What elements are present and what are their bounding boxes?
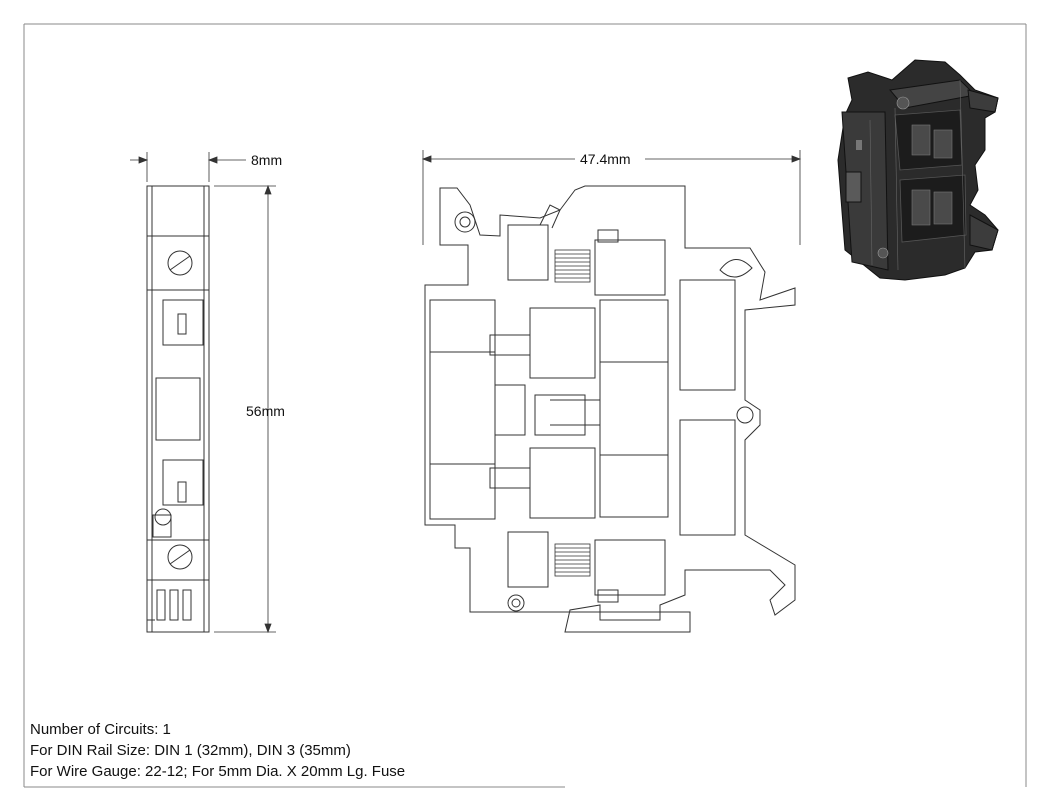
- top-screw: [167, 250, 193, 276]
- front-dimension-lines: [421, 150, 802, 245]
- spring-coils: [554, 249, 591, 577]
- side-view-drawing: [146, 185, 210, 633]
- isometric-view: [837, 59, 999, 281]
- note-wire-gauge: For Wire Gauge: 22-12; For 5mm Dia. X 20…: [30, 763, 406, 780]
- specification-notes: Number of Circuits: 1 For DIN Rail Size:…: [30, 719, 405, 782]
- side-width-label: 8mm: [251, 152, 283, 168]
- front-width-label: 47.4mm: [580, 151, 631, 167]
- front-outline: [424, 185, 796, 633]
- side-dimension-lines: [130, 152, 276, 634]
- note-circuits: Number of Circuits: 1: [30, 721, 171, 738]
- bottom-screw: [167, 544, 193, 570]
- height-label: 56mm: [246, 403, 285, 419]
- sheet-border: [23, 23, 1027, 788]
- front-view-drawing: [424, 185, 796, 633]
- note-din-rail: For DIN Rail Size: DIN 1 (32mm), DIN 3 (…: [30, 742, 351, 759]
